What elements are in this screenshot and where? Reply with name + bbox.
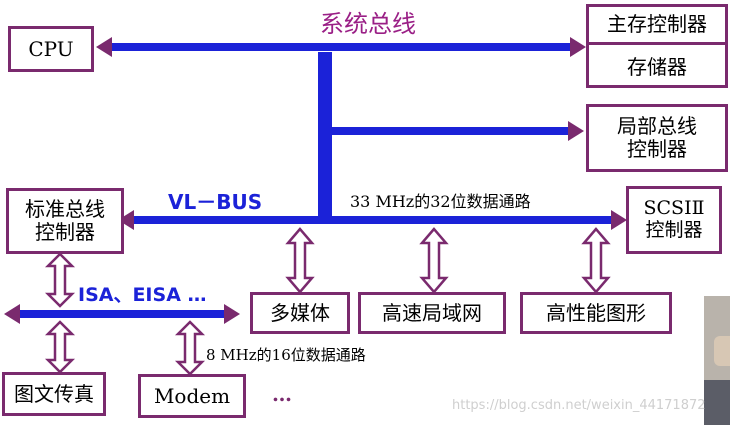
vl-bus-label: VL－BUS <box>168 190 263 214</box>
main-memory-controller-label: 主存控制器 <box>589 12 725 45</box>
cpu-box: CPU <box>8 26 94 72</box>
high-perf-graphics-box: 高性能图形 <box>520 292 672 334</box>
scsi-controller-label: 控制器 <box>645 219 703 241</box>
high-perf-graphics-label: 高性能图形 <box>546 300 646 325</box>
local-bus-controller-label-2: 控制器 <box>627 137 687 161</box>
memory-label: 存储器 <box>627 55 687 80</box>
arrow-isa-modem <box>174 320 206 376</box>
arrow-vl-lan <box>419 227 449 294</box>
local-bus-controller-label-1: 局部总线 <box>617 114 697 138</box>
fax-box: 图文传真 <box>2 372 106 416</box>
main-memory-controller-box: 主存控制器 存储器 <box>586 4 728 88</box>
scsi-controller-box: SCSIⅡ 控制器 <box>626 186 722 254</box>
high-speed-lan-label: 高速局域网 <box>382 300 482 325</box>
modem-label: Modem <box>153 383 231 408</box>
more-devices-ellipsis: … <box>272 382 292 406</box>
standard-bus-controller-label-2: 控制器 <box>35 220 95 244</box>
arrow-isa-fax <box>44 320 76 374</box>
local-bus-arrow <box>332 121 584 141</box>
scsi-label: SCSIⅡ <box>643 197 705 220</box>
watermark: https://blog.csdn.net/weixin_44171872 <box>452 398 706 413</box>
speaker-photo <box>704 296 730 425</box>
fax-label: 图文传真 <box>14 381 94 406</box>
standard-bus-controller-box: 标准总线 控制器 <box>6 188 124 254</box>
arrow-vl-multimedia <box>285 227 315 294</box>
high-speed-lan-box: 高速局域网 <box>358 292 506 334</box>
system-bus-arrow <box>96 37 586 57</box>
arrow-vl-graphics <box>581 227 611 294</box>
system-bus-trunk <box>318 52 332 222</box>
multimedia-box: 多媒体 <box>250 292 350 334</box>
modem-box: Modem <box>138 374 246 418</box>
isa-path-label: 8 MHz的16位数据通路 <box>206 346 366 364</box>
standard-bus-controller-label-1: 标准总线 <box>25 197 105 221</box>
isa-bus-arrow <box>4 304 240 324</box>
multimedia-label: 多媒体 <box>270 300 330 325</box>
vl-bus-arrow <box>118 210 627 230</box>
diagram-title: 系统总线 <box>320 10 416 38</box>
local-bus-controller-box: 局部总线 控制器 <box>586 104 728 172</box>
vl-bus-path-label: 33 MHz的32位数据通路 <box>350 192 531 211</box>
arrow-stdctrl-isa <box>44 252 76 308</box>
cpu-label: CPU <box>28 36 74 61</box>
isa-eisa-label: ISA、EISA … <box>78 284 207 306</box>
